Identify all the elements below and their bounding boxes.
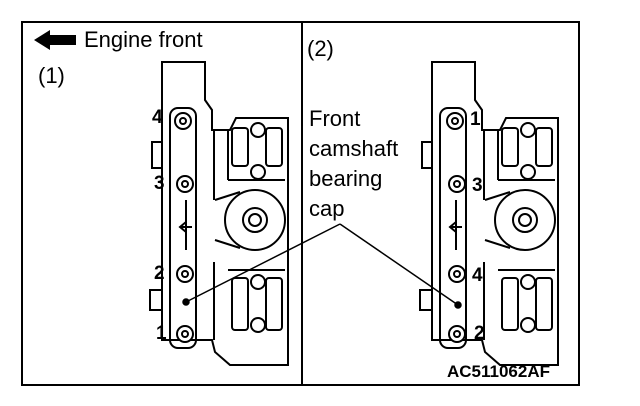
panel-1-bolt-label: 3: [154, 173, 165, 194]
callout-line: Front: [309, 106, 361, 131]
front-camshaft-bearing-cap-callout: Front camshaft bearing cap: [309, 104, 398, 224]
panel-1-label: (1): [38, 63, 65, 88]
panel-1-bolt-label: 1: [156, 323, 167, 344]
panel-2-bolts: [446, 112, 536, 343]
callout-leaders: [182, 223, 462, 309]
engine-front-label: Engine front: [84, 27, 203, 52]
arrow-left-icon: [34, 30, 76, 50]
callout-line: camshaft: [309, 136, 399, 161]
panel-2-bolt-label: 3: [472, 175, 483, 196]
panel-2-bolt-label: 1: [470, 109, 481, 130]
panel-2-bolt-label: 2: [474, 323, 485, 344]
panel-1-bolts: [174, 112, 266, 343]
panel-2-engine-head: [419, 61, 559, 366]
panel-2-label: (2): [307, 36, 334, 61]
callout-line: cap: [309, 196, 345, 221]
panel-1-bolt-label: 4: [152, 107, 163, 128]
panel-divider: [301, 21, 303, 386]
panel-1-bolt-label: 2: [154, 263, 165, 284]
panel-2-bolt-label: 4: [472, 265, 483, 286]
diagram-frame: [21, 21, 580, 386]
callout-line: bearing: [309, 166, 383, 191]
figure-code: AC511062AF: [447, 362, 551, 381]
panel-1-engine-head: [149, 61, 289, 366]
